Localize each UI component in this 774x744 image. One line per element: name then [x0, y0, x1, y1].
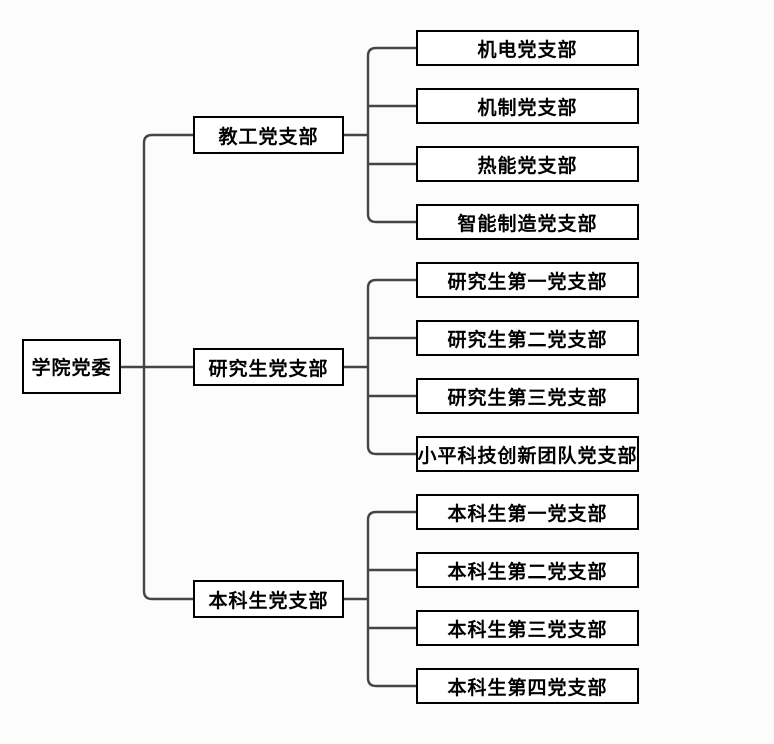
- edge-faculty-bracket: [366, 46, 416, 224]
- node-undergrad-branch: 本科生党支部: [193, 580, 344, 618]
- leaf-node: 本科生第一党支部: [416, 494, 639, 530]
- leaf-node: 研究生第一党支部: [416, 262, 639, 298]
- edge-undergrad-bracket: [366, 510, 416, 688]
- leaf-node: 研究生第二党支部: [416, 320, 639, 356]
- leaf-node: 智能制造党支部: [416, 204, 639, 240]
- leaf-node: 本科生第二党支部: [416, 552, 639, 588]
- leaf-node: 机电党支部: [416, 30, 639, 66]
- leaf-node: 本科生第四党支部: [416, 668, 639, 704]
- leaf-node: 热能党支部: [416, 146, 639, 182]
- node-graduate-branch: 研究生党支部: [193, 348, 344, 386]
- leaf-node: 小平科技创新团队党支部: [416, 436, 639, 472]
- leaf-node: 机制党支部: [416, 88, 639, 124]
- edge-graduate-bracket: [366, 278, 416, 456]
- leaf-node: 研究生第三党支部: [416, 378, 639, 414]
- edge-root-trunk-bracket: [142, 133, 193, 601]
- node-root-committee: 学院党委: [22, 339, 121, 394]
- leaf-node: 本科生第三党支部: [416, 610, 639, 646]
- node-faculty-branch: 教工党支部: [193, 116, 344, 154]
